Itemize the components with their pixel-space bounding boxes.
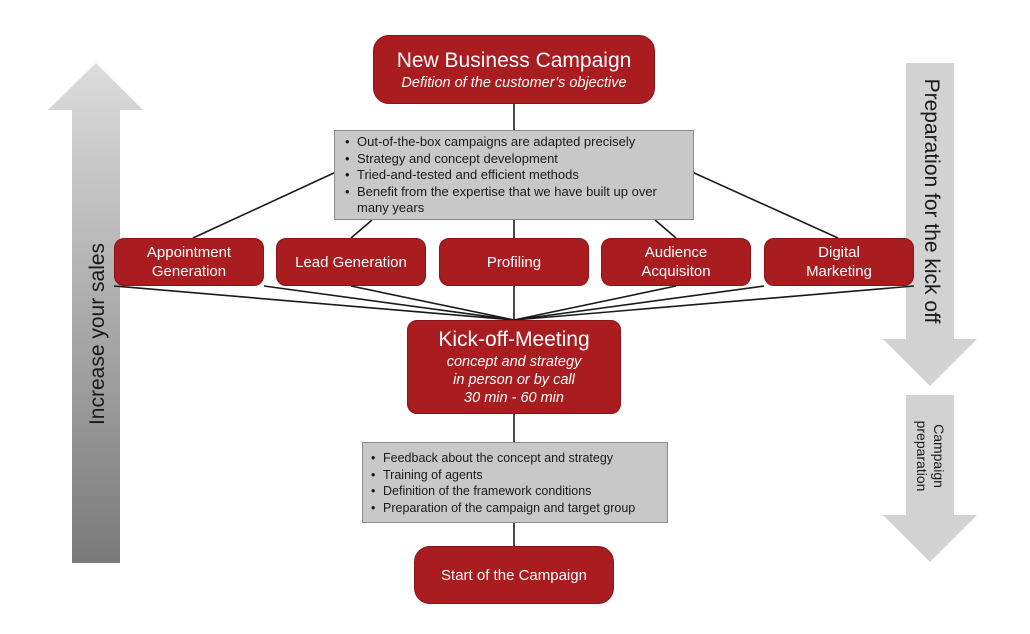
kickoff-box: Kick-off-Meeting concept and strategy in… xyxy=(407,320,621,414)
bullet-item: Training of agents xyxy=(369,467,661,484)
connector-line xyxy=(691,171,839,239)
bullet-item: Out-of-the-box campaigns are adapted pre… xyxy=(343,134,685,151)
category-profiling: Profiling xyxy=(439,238,589,286)
bullet-item: Strategy and concept development xyxy=(343,151,685,168)
bullet-item: Benefit from the expertise that we have … xyxy=(343,184,685,217)
connector-line xyxy=(350,285,515,321)
category-label: Appointment Generation xyxy=(146,244,232,280)
increase-sales-label: Increase your sales xyxy=(86,242,109,426)
preparation-kickoff-label: Preparation for the kick off xyxy=(920,78,943,324)
connector-line xyxy=(513,285,677,321)
connector-line xyxy=(113,285,515,321)
preparation-kickoff-arrow xyxy=(883,63,977,386)
bullet-item: Preparation of the campaign and target g… xyxy=(369,500,661,517)
campaign-preparation-line-1: Campaign xyxy=(931,424,947,488)
category-label: Lead Generation xyxy=(295,253,407,271)
top-bullet-box: Out-of-the-box campaigns are adapted pre… xyxy=(334,130,694,220)
category-audience-acquisition: Audience Acquisiton xyxy=(601,238,751,286)
category-appointment-generation: Appointment Generation xyxy=(114,238,264,286)
connector-line xyxy=(350,219,373,239)
connector-line xyxy=(192,171,337,239)
kickoff-line-3: 30 min - 60 min xyxy=(464,390,564,406)
category-label: Profiling xyxy=(486,253,542,271)
category-label: Audience Acquisiton xyxy=(641,244,711,280)
connector-line xyxy=(654,219,677,239)
campaign-preparation-arrow xyxy=(883,395,977,562)
start-campaign-label: Start of the Campaign xyxy=(441,566,587,584)
bottom-bullet-box: Feedback about the concept and strategy … xyxy=(362,442,668,523)
kickoff-title: Kick-off-Meeting xyxy=(438,328,590,351)
kickoff-line-2: in person or by call xyxy=(453,372,575,388)
connector-line xyxy=(263,285,515,321)
header-box: New Business Campaign Defition of the cu… xyxy=(373,35,655,104)
connector-line xyxy=(513,285,765,321)
bullet-item: Definition of the framework conditions xyxy=(369,483,661,500)
kickoff-line-1: concept and strategy xyxy=(446,354,582,370)
bottom-bullet-list: Feedback about the concept and strategy … xyxy=(369,450,661,516)
connector-line xyxy=(513,285,915,321)
bullet-item: Tried-and-tested and efficient methods xyxy=(343,167,685,184)
header-subtitle: Defition of the customer’s objective xyxy=(401,74,627,91)
increase-sales-arrow xyxy=(48,63,143,563)
start-campaign-box: Start of the Campaign xyxy=(414,546,614,604)
header-title: New Business Campaign xyxy=(396,48,632,72)
bullet-item: Feedback about the concept and strategy xyxy=(369,450,661,467)
category-label: Digital Marketing xyxy=(806,244,872,280)
category-digital-marketing: Digital Marketing xyxy=(764,238,914,286)
campaign-preparation-line-2: preparation xyxy=(914,420,930,492)
category-lead-generation: Lead Generation xyxy=(276,238,426,286)
campaign-preparation-label: Campaign preparation xyxy=(913,396,947,516)
top-bullet-list: Out-of-the-box campaigns are adapted pre… xyxy=(343,134,685,217)
